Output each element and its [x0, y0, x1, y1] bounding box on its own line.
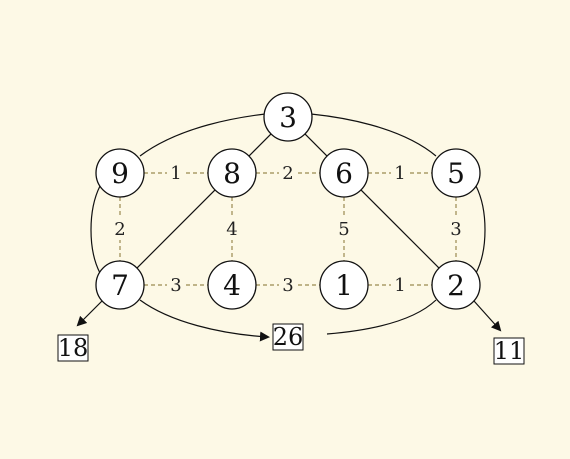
result-boxes: 18 26 11: [57, 323, 525, 365]
node-circle: [263, 92, 313, 142]
graph-node: 8: [207, 148, 257, 198]
tree-edge: [304, 133, 328, 157]
arc-left: [90, 185, 101, 274]
nodes: 3 9 8 6 5 7 4 1 2: [95, 92, 481, 310]
graph-node: 6: [319, 148, 369, 198]
node-label: 5: [447, 157, 465, 190]
box-frame: [272, 323, 304, 351]
box-value: 18: [58, 334, 89, 362]
arc-top-left: [139, 113, 266, 157]
box-middle: 26: [272, 323, 304, 351]
tree-edge: [136, 189, 216, 269]
edge-weight-label: 3: [170, 275, 181, 296]
edge-label-bg: [391, 274, 409, 296]
tree-edge: [248, 133, 272, 157]
node-circle: [431, 148, 481, 198]
graph-node: 9: [95, 148, 145, 198]
edge-label-bg: [223, 218, 241, 240]
graph-node: 7: [95, 260, 145, 310]
edge-label-bg: [447, 218, 465, 240]
node-label: 6: [335, 157, 353, 190]
node-circle: [319, 148, 369, 198]
tree-edge: [360, 189, 440, 269]
node-label: 1: [335, 269, 353, 302]
node-label: 3: [279, 101, 297, 134]
edge-weight-label: 1: [394, 275, 405, 296]
graph-node: 3: [263, 92, 313, 142]
box-frame: [57, 334, 89, 362]
graph-node: 2: [431, 260, 481, 310]
edge-weight-label: 3: [450, 219, 461, 240]
arrow-to-left-box: [76, 300, 103, 327]
box-frame: [493, 337, 525, 365]
edge-label-bg: [279, 162, 297, 184]
outer-curves: [76, 113, 502, 342]
edge-weight-label: 4: [226, 219, 237, 240]
node-label: 9: [111, 157, 129, 190]
node-circle: [431, 260, 481, 310]
box-value: 26: [273, 323, 304, 351]
graph-node: 5: [431, 148, 481, 198]
arc-top-right: [310, 113, 437, 157]
arrow-to-middle-box: [139, 299, 270, 342]
node-circle: [319, 260, 369, 310]
edge-label-bg: [335, 218, 353, 240]
node-label: 8: [223, 157, 241, 190]
node-label: 4: [223, 269, 241, 302]
edge-label-bg: [167, 162, 185, 184]
box-left: 18: [57, 334, 89, 362]
box-right: 11: [493, 337, 525, 365]
graph-node: 1: [319, 260, 369, 310]
node-label: 7: [111, 269, 129, 302]
edge-weight-label: 1: [394, 163, 405, 184]
node-circle: [95, 148, 145, 198]
node-label: 2: [447, 269, 465, 302]
box-value: 11: [494, 337, 525, 365]
node-circle: [207, 260, 257, 310]
edge-weight-label: 5: [338, 219, 349, 240]
edge-label-bg: [111, 218, 129, 240]
edge-label-bg: [279, 274, 297, 296]
node-circle: [207, 148, 257, 198]
arc-bottom-right: [326, 299, 437, 335]
edge-weight-label: 1: [170, 163, 181, 184]
edge-label-bg: [167, 274, 185, 296]
edges: 1 2 1 2 4 5 3 3 3 1: [111, 133, 465, 296]
arrow-to-right-box: [473, 300, 502, 332]
graph-node: 4: [207, 260, 257, 310]
edge-weight-label: 3: [282, 275, 293, 296]
node-circle: [95, 260, 145, 310]
arc-right: [475, 185, 486, 274]
edge-weight-label: 2: [114, 219, 125, 240]
edge-label-bg: [391, 162, 409, 184]
edge-weight-label: 2: [282, 163, 293, 184]
